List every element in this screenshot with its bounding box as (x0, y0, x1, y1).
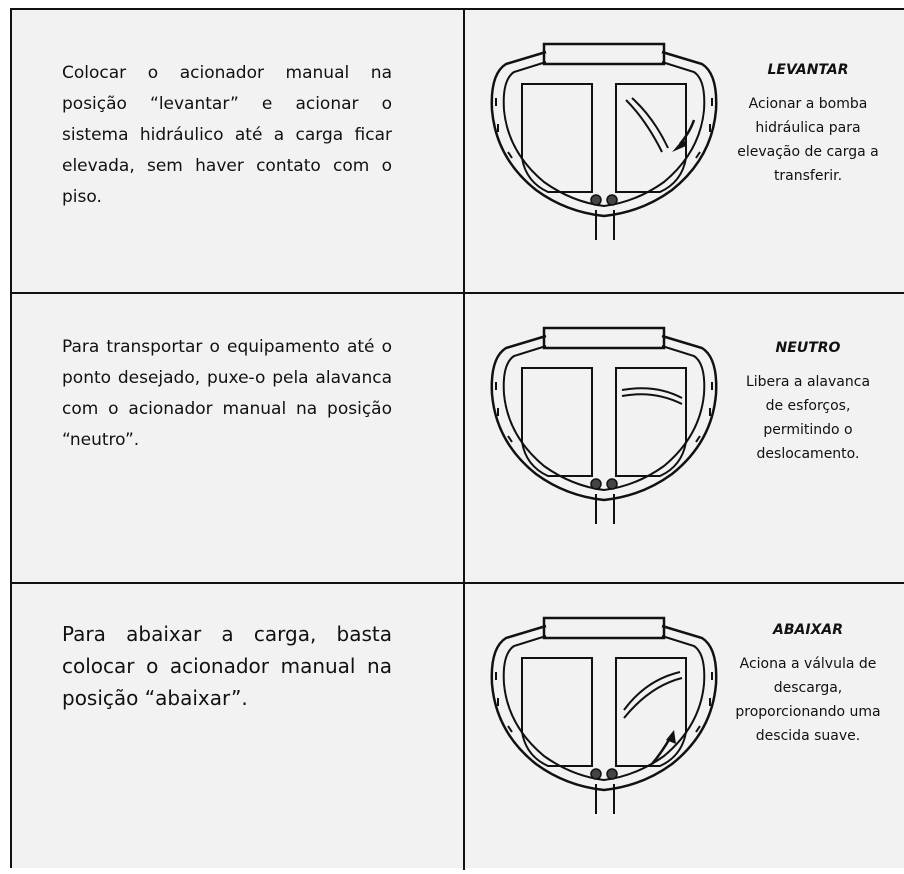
lever-handle-levantar-illustration (490, 42, 718, 240)
column-divider (463, 10, 465, 870)
table-row-abaixar: Para abaixar a carga, basta colocar o ac… (12, 584, 904, 874)
instruction-text-levantar: Colocar o acionador manual na posição “l… (62, 63, 392, 207)
lever-handle-neutro-illustration (490, 326, 718, 524)
mode-block-levantar: LEVANTAR Acionar a bomba hidráulica para… (708, 62, 904, 188)
mode-title-levantar: LEVANTAR (767, 62, 849, 78)
instruction-text-abaixar: Para abaixar a carga, basta colocar o ac… (62, 622, 392, 710)
instructions-table: Colocar o acionador manual na posição “l… (10, 8, 904, 870)
mode-description-abaixar: Aciona a válvula de descarga, proporcion… (735, 656, 881, 744)
mode-block-abaixar: ABAIXAR Aciona a válvula de descarga, pr… (708, 622, 904, 748)
mode-description-neutro: Libera a alavanca de esforços, permitind… (745, 374, 871, 462)
lever-handle-abaixar-illustration (490, 616, 718, 814)
mode-block-neutro: NEUTRO Libera a alavanca de esforços, pe… (708, 340, 904, 466)
mode-title-neutro: NEUTRO (775, 340, 841, 356)
mode-description-levantar: Acionar a bomba hidráulica para elevação… (737, 96, 879, 184)
table-row-levantar: Colocar o acionador manual na posição “l… (12, 10, 904, 294)
mode-title-abaixar: ABAIXAR (773, 622, 843, 638)
instruction-text-neutro: Para transportar o equipamento até o pon… (62, 337, 392, 450)
table-row-neutro: Para transportar o equipamento até o pon… (12, 294, 904, 584)
